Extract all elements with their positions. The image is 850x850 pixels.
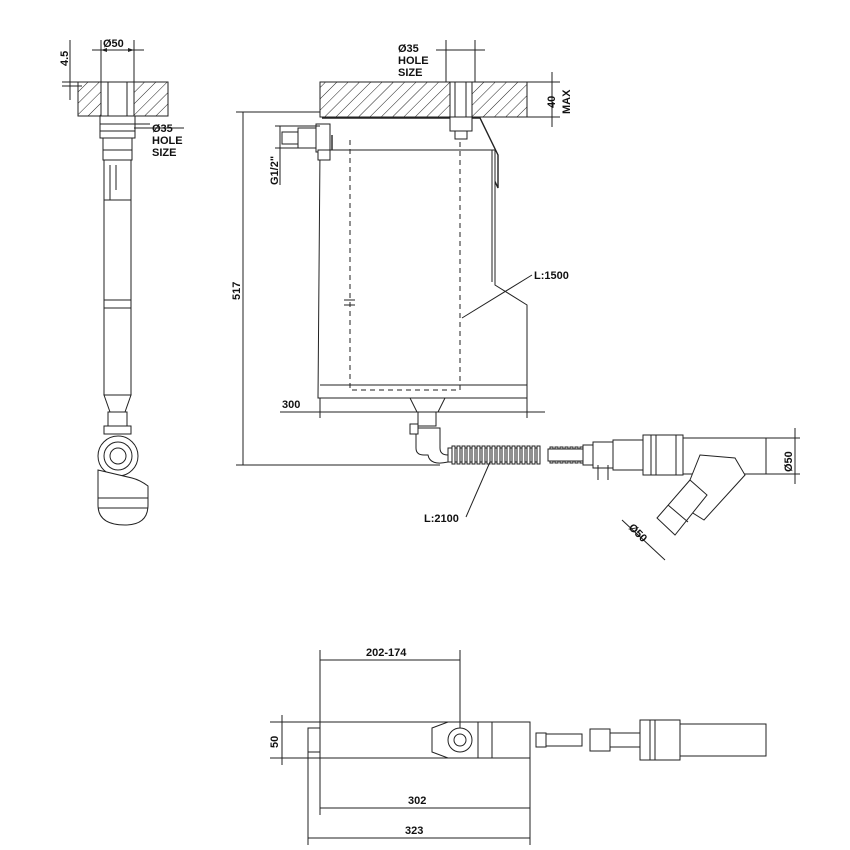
inner-hose-label: L:1500 — [534, 270, 569, 282]
drain-hose-label: L:2100 — [424, 513, 459, 525]
hose-rib — [486, 445, 491, 465]
side-hole-word1: HOLE — [152, 135, 183, 147]
drain-hose: L:2100 — [424, 441, 614, 525]
height-label: 517 — [231, 282, 243, 300]
side-pipe-dia-label: Ø50 — [103, 38, 124, 50]
plan-width-inner-label: 302 — [408, 795, 426, 807]
plan-offset-label: 202-174 — [366, 647, 407, 659]
cistern-tank — [317, 149, 528, 399]
hose-rib — [451, 445, 456, 465]
hose-rib — [491, 445, 496, 465]
side-hole-word2: SIZE — [152, 147, 176, 159]
hose-rib — [526, 445, 531, 465]
plan-view: 202-174 50 302 323 — [269, 647, 767, 845]
thread-label: G1/2" — [269, 156, 281, 185]
y-fitting: Ø50 Ø50 — [612, 428, 800, 561]
hose-rib — [476, 445, 481, 465]
side-flange — [100, 81, 135, 117]
width-bottom-label: 300 — [282, 399, 300, 411]
hose-rib — [506, 445, 511, 465]
hose-rib — [531, 445, 536, 465]
plan-width-outer-label: 323 — [405, 825, 423, 837]
hose-rib — [481, 445, 486, 465]
front-view: Ø35 HOLE SIZE 40 MAX G1/2" — [231, 40, 573, 466]
hose-rib — [536, 445, 541, 465]
hose-rib — [466, 445, 471, 465]
front-plate-max-word: MAX — [561, 89, 573, 114]
hose-rib — [501, 445, 506, 465]
side-plate-thickness-label: 4.5 — [59, 51, 71, 66]
plan-tank — [319, 721, 531, 759]
fitting-dia-right-label: Ø50 — [783, 451, 795, 472]
plan-height-label: 50 — [269, 736, 281, 748]
hose-rib — [496, 445, 501, 465]
side-pipe — [103, 159, 132, 396]
front-plate-max-label: 40 — [546, 96, 558, 108]
hose-rib — [521, 445, 526, 465]
side-hole-dia-label: Ø35 — [152, 123, 173, 135]
hose-rib — [471, 445, 476, 465]
hose-rib — [516, 445, 521, 465]
hose-rib — [461, 445, 466, 465]
hose-rib — [456, 445, 461, 465]
hose-rib — [511, 445, 516, 465]
front-hole-dia-label: Ø35 — [398, 43, 419, 55]
side-view: Ø50 4.5 Ø35 HOLE SIZE — [59, 38, 184, 526]
front-hole-word2: SIZE — [398, 67, 422, 79]
front-plate — [319, 81, 528, 118]
front-hole-word1: HOLE — [398, 55, 429, 67]
